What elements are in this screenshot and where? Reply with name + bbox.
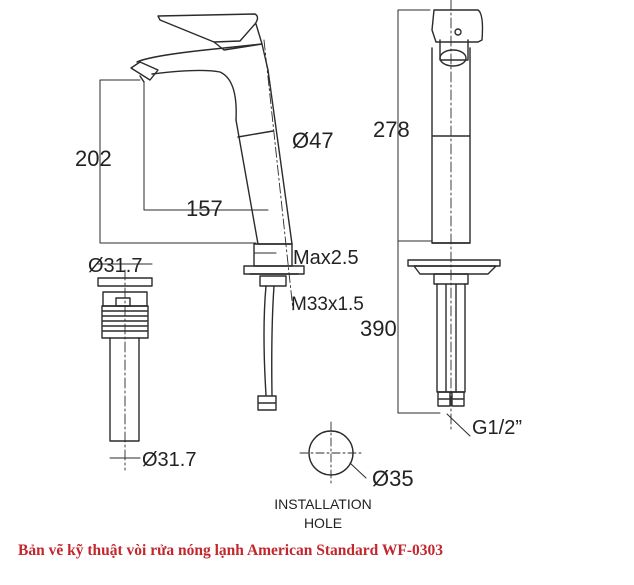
dim-thread: M33x1.5 [291, 294, 364, 315]
installation-hole-label-line1: INSTALLATION [274, 496, 372, 512]
drawing-caption: Bản vẽ kỹ thuật vòi rửa nóng lạnh Americ… [18, 542, 443, 559]
dim-drain-top-diameter: Ø31.7 [88, 255, 142, 277]
dim-body-diameter: Ø47 [292, 128, 334, 153]
dim-max-deck: Max2.5 [293, 247, 359, 269]
installation-hole-label: INSTALLATION HOLE [268, 495, 378, 533]
installation-hole-label-line2: HOLE [303, 515, 343, 531]
dim-spout-height: 202 [75, 146, 112, 171]
drain-view [97, 263, 153, 471]
dim-hole-diameter: Ø35 [372, 466, 414, 491]
dim-drain-bottom-diameter: Ø31.7 [142, 449, 196, 471]
faucet-front-view [397, 0, 501, 437]
installation-hole-drawing [299, 421, 367, 485]
faucet-side-view [99, 13, 305, 411]
dim-connection: G1/2” [472, 417, 522, 439]
dim-total-height: 278 [373, 117, 410, 142]
dim-hose-length: 390 [360, 316, 397, 341]
dim-reach: 157 [186, 196, 223, 221]
